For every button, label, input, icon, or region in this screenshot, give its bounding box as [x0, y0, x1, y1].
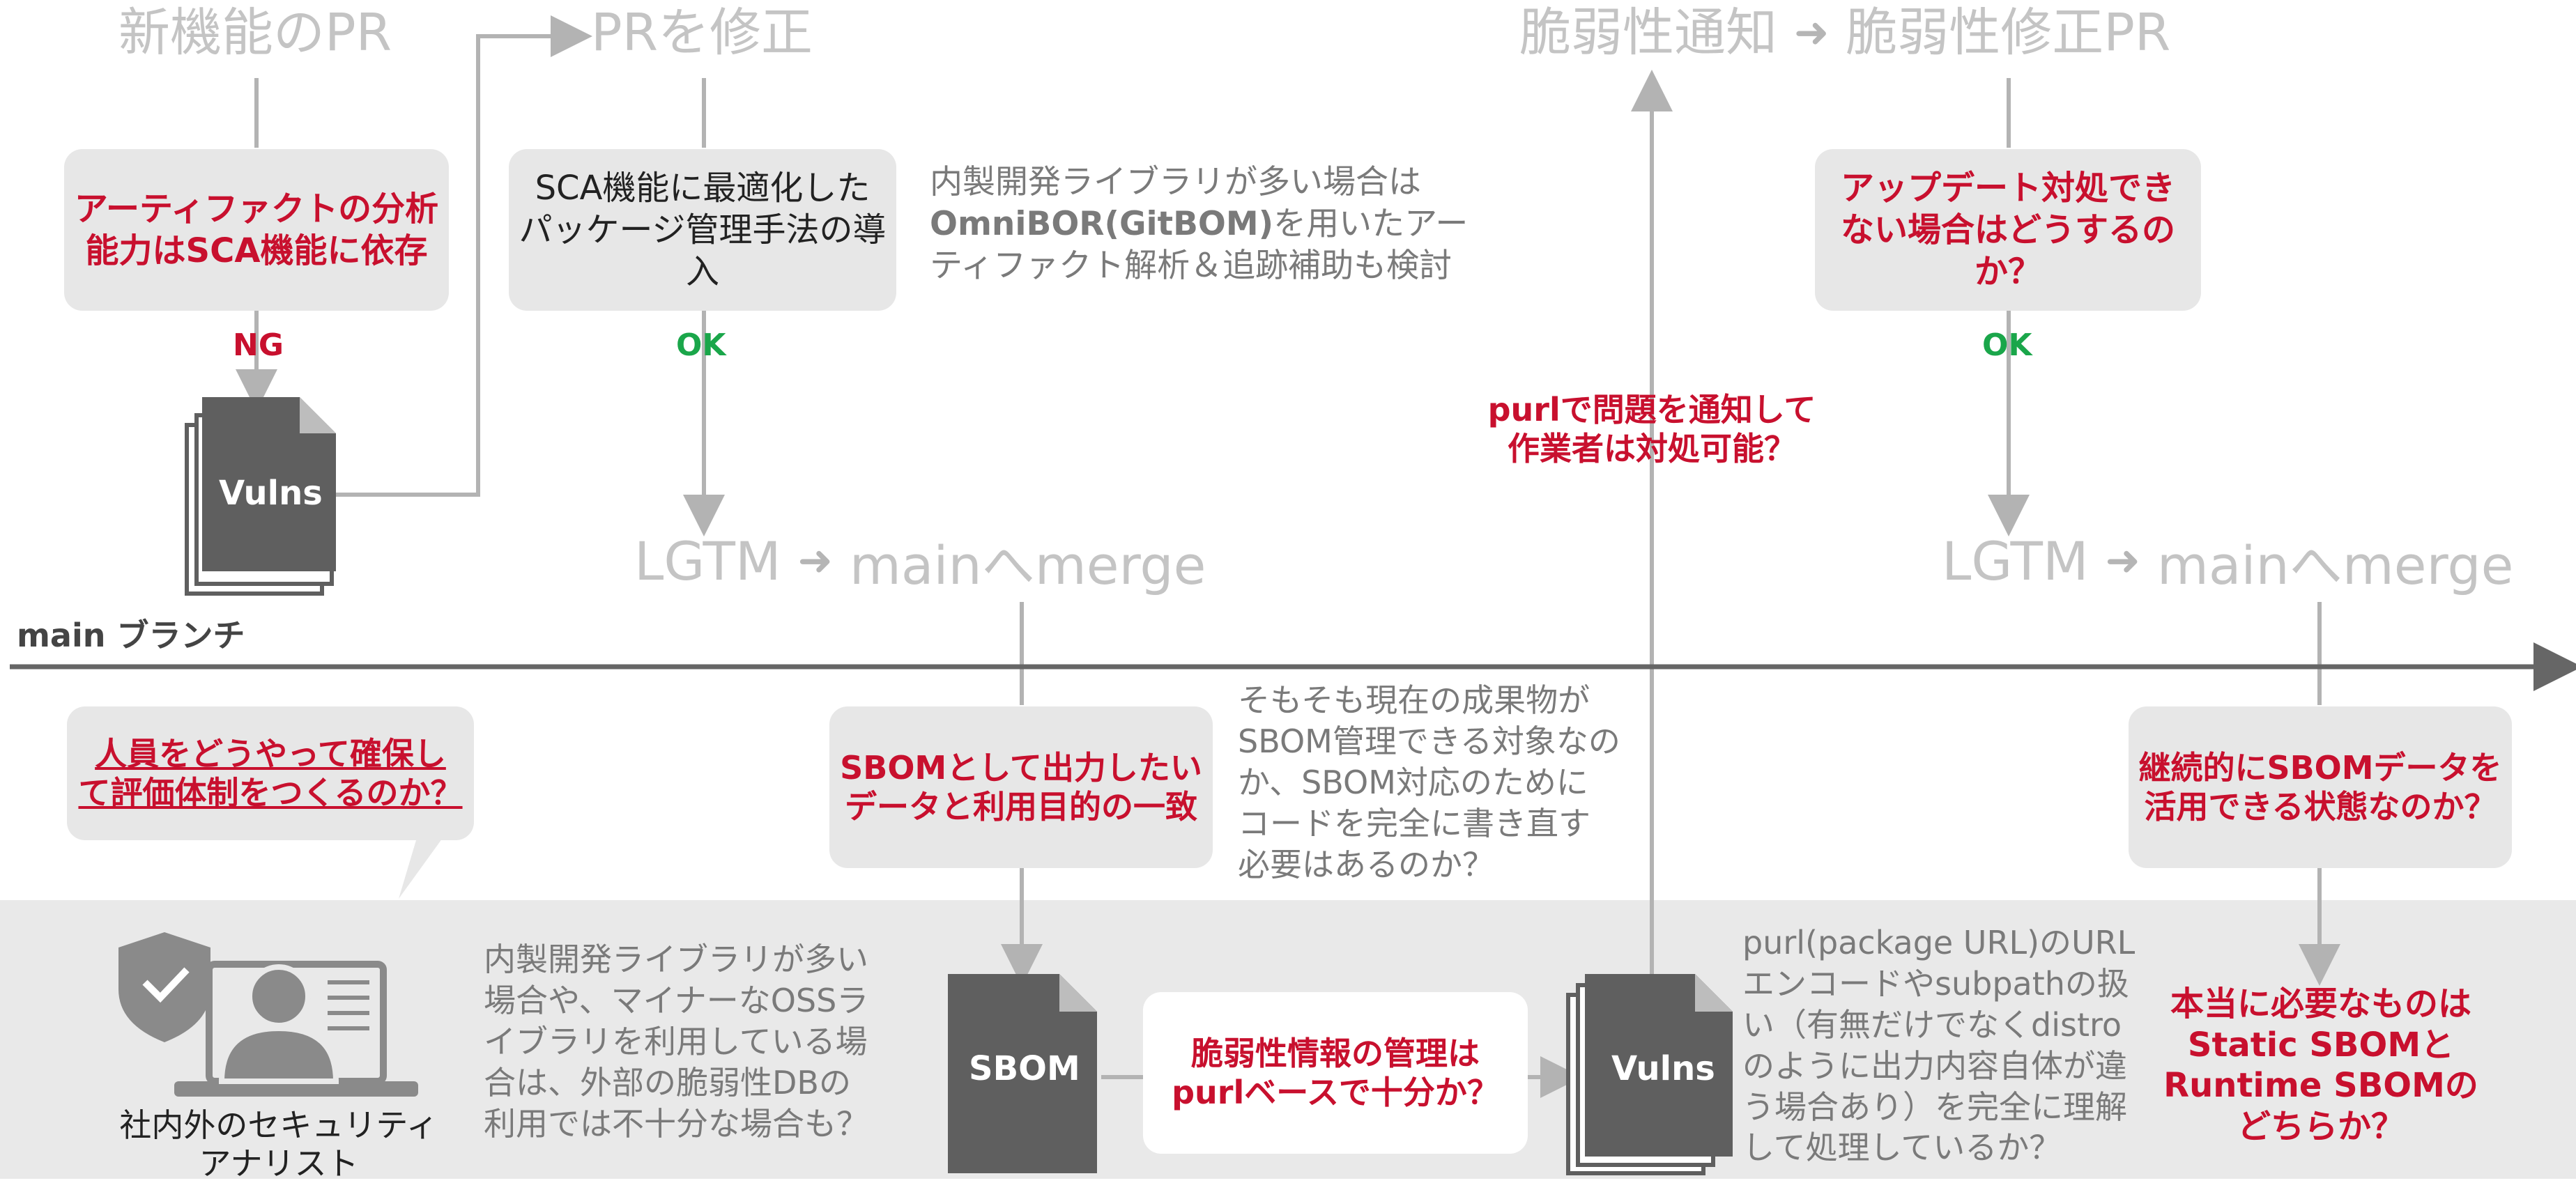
stage-vuln-notify: 脆弱性通知 ➜ 脆弱性修正PR — [1519, 7, 2170, 59]
vulns-document-top — [185, 397, 336, 596]
vulns-label-bottom: Vulns — [1611, 1049, 1715, 1088]
sbom-output-box: SBOMとして出力したい データと利用目的の一致 — [829, 706, 1213, 868]
vulns-document-bottom — [1566, 974, 1733, 1175]
merge-label-1: mainへmerge — [849, 534, 1206, 596]
static-runtime-line3: Runtime SBOMの — [2163, 1066, 2478, 1106]
lgtm-merge-1: LGTM ➜ mainへmerge — [634, 523, 1206, 599]
stage-vuln-notify-label: 脆弱性通知 — [1519, 3, 1777, 63]
stage-new-feature-pr: 新機能のPR — [118, 7, 392, 59]
update-question-box: アップデート対処でき ない場合はどうするのか？ — [1815, 149, 2201, 311]
sbom-doc-label: SBOM — [969, 1049, 1080, 1088]
static-runtime-line1: 本当に必要なものは — [2170, 984, 2471, 1023]
ok-label-2: OK — [1982, 327, 2032, 363]
ng-label: NG — [233, 327, 284, 363]
main-branch-label: main ブランチ — [17, 617, 245, 654]
purl-notify-question: purlで問題を通知して 作業者は対処可能？ — [1487, 391, 1816, 468]
arrow-icon: ➜ — [797, 536, 833, 585]
omnibor-note: 内製開発ライブラリが多い場合は OmniBOR(GitBOM)を用いたアー ティ… — [930, 162, 1468, 287]
package-management-box: SCA機能に最適化した パッケージ管理手法の導入 — [509, 149, 896, 311]
stage-new-feature-pr-label: 新機能のPR — [118, 3, 392, 63]
omnibor-note-bold: OmniBOR(GitBOM) — [930, 205, 1274, 244]
omnibor-note-line2: を用いたアー — [1273, 205, 1469, 244]
static-runtime-question: 本当に必要なものは Static SBOMと Runtime SBOMの どちら… — [2147, 984, 2495, 1147]
omnibor-note-line1: 内製開発ライブラリが多い場合は — [930, 163, 1421, 201]
lgtm-label-2: LGTM — [1942, 529, 2089, 592]
vulns-label-top: Vulns — [219, 474, 323, 513]
arrow-icon: ➜ — [1794, 8, 1830, 57]
stage-vuln-fix-pr-label: 脆弱性修正PR — [1846, 3, 2171, 63]
purl-encode-note: purl(package URL)のURL エンコードやsubpathの扱 い（… — [1742, 924, 2136, 1167]
sbom-document — [948, 974, 1097, 1173]
artifact-analysis-box: アーティファクトの分析 能力はSCA機能に依存 — [64, 149, 449, 311]
stage-fix-pr: PRを修正 — [591, 7, 813, 59]
arrow-icon: ➜ — [2105, 536, 2140, 585]
static-runtime-line4: どちらか？ — [2237, 1106, 2405, 1146]
continuous-use-box: 継続的にSBOMデータを 活用できる状態なのか？ — [2129, 706, 2512, 868]
stage-fix-pr-label: PRを修正 — [591, 3, 813, 63]
static-runtime-line2: Static SBOMと — [2187, 1025, 2455, 1065]
security-analyst-icon — [118, 932, 418, 1097]
omnibor-note-line3: ティファクト解析＆追跡補助も検討 — [930, 247, 1452, 286]
purl-management-box: 脆弱性情報の管理は purlベースで十分か？ — [1143, 992, 1528, 1154]
internal-libs-note: 内製開発ライブラリが多い 場合や、マイナーなOSSラ イブラリを利用している場 … — [484, 941, 869, 1143]
lgtm-merge-2: LGTM ➜ mainへmerge — [1942, 523, 2513, 599]
ok-label-1: OK — [676, 327, 726, 363]
lgtm-label-1: LGTM — [634, 529, 781, 592]
merge-label-2: mainへmerge — [2156, 534, 2514, 596]
analyst-label: 社内外のセキュリティ アナリスト — [119, 1106, 438, 1183]
personnel-box: 人員をどうやって確保し て評価体制をつくるのか？ — [67, 706, 474, 840]
sbom-target-note: そもそも現在の成果物が SBOM管理できる対象なの か、SBOM対応のために コ… — [1238, 681, 1620, 883]
